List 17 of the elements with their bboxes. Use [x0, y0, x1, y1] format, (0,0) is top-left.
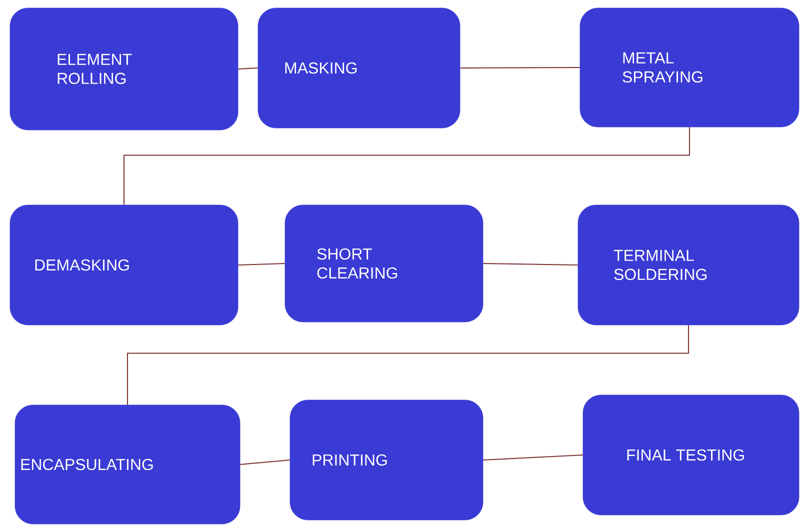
- process-box: SHORT CLEARING: [284, 204, 484, 322]
- process-box: METAL SPRAYING: [580, 8, 800, 128]
- process-box: TERMINAL SOLDERING: [578, 204, 800, 326]
- connector-line: [238, 263, 286, 266]
- connector-line: [482, 263, 578, 266]
- process-box: FINAL TESTING: [582, 394, 800, 516]
- connector-line: [127, 324, 689, 406]
- connector-line: [124, 126, 690, 206]
- connector-line: [240, 460, 290, 465]
- process-box: DEMASKING: [10, 204, 238, 326]
- connector-line: [238, 68, 258, 70]
- process-box: ENCAPSULATING: [14, 404, 240, 524]
- process-box: MASKING: [258, 8, 460, 128]
- process-box: ELEMENT ROLLING: [10, 8, 238, 130]
- connector-line: [460, 67, 580, 68]
- process-box: PRINTING: [290, 400, 484, 520]
- connector-line: [482, 454, 584, 460]
